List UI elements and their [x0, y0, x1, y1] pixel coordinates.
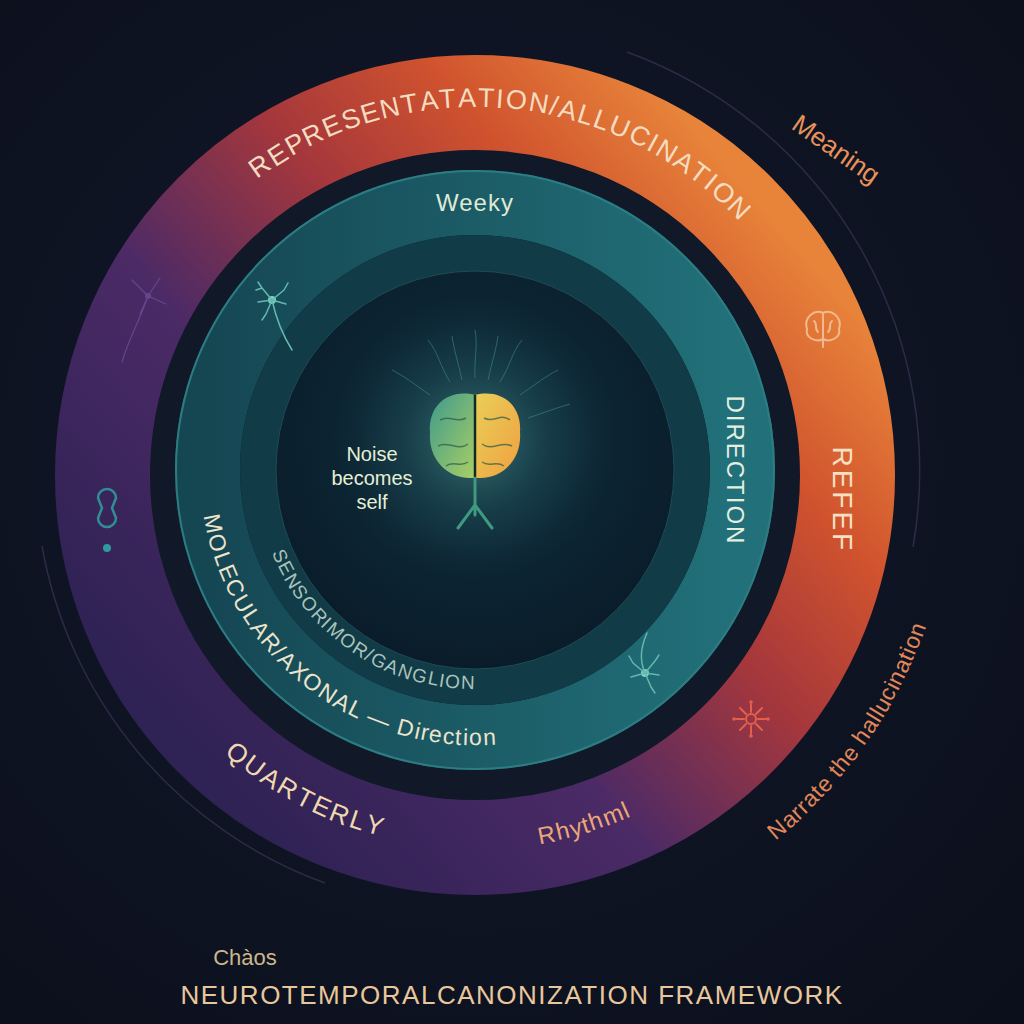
decor-part: [749, 734, 753, 738]
arc-letter: —: [363, 703, 394, 737]
arc-letter: N: [461, 672, 475, 695]
arc-letter: c: [442, 722, 456, 751]
decor-part: [440, 418, 466, 420]
decor-part: [475, 393, 520, 478]
decor-part: [176, 171, 774, 769]
decor-part: [103, 544, 111, 552]
side-note: Chàos: [213, 945, 277, 971]
decor-part: [428, 340, 450, 382]
ring-label: SENSORIMOR/GANGLION: [266, 543, 481, 697]
decor-part: [629, 633, 659, 693]
side-note: Meaning: [786, 109, 886, 192]
ring-label: DIRECTION: [721, 395, 750, 545]
decor-part: [268, 296, 276, 304]
ring-label: Weeky: [436, 189, 514, 218]
decor-part: [528, 404, 570, 418]
brain-glow: [355, 320, 595, 560]
decor-part: [438, 417, 512, 466]
decor-part: [208, 203, 743, 738]
decor-part: [766, 717, 770, 721]
diagram-title: NEUROTEMPORALCANONIZATION FRAMEWORK: [180, 980, 843, 1011]
arc-letter: o: [469, 724, 482, 752]
faint-arc: [627, 52, 920, 547]
decor-part: [482, 444, 512, 447]
neuron-icon: [256, 282, 292, 350]
decor-part: [520, 370, 558, 395]
decor-part: [746, 714, 756, 724]
decor-part: [122, 278, 166, 362]
arc-letter: T: [477, 82, 494, 115]
brain-icon: [806, 312, 840, 347]
arc-letter: e: [427, 720, 444, 749]
decor-part: [438, 444, 468, 447]
decor-part: [430, 393, 475, 478]
faint-arc: [42, 546, 325, 883]
bone-icon: [98, 489, 116, 552]
decor-part: [452, 336, 462, 380]
arc-letter: T: [438, 82, 457, 116]
arc-letter: I: [495, 82, 505, 115]
flower-icon: [732, 700, 770, 738]
decor-part: [446, 462, 468, 466]
decor-part: [736, 704, 766, 734]
core-circle: Noise becomes self: [275, 270, 675, 670]
decor-part: [458, 478, 492, 528]
arc-letter: O: [504, 83, 528, 118]
ring-label: QUARTERLY: [219, 735, 392, 844]
neuron-icon: [629, 633, 659, 693]
decor-part: [145, 293, 151, 299]
decor-part: [392, 370, 430, 395]
decor-part: [98, 489, 116, 527]
arc-letter: A: [418, 84, 440, 118]
arc-letter: O: [444, 671, 461, 695]
decor-part: [806, 312, 840, 347]
decor-part: [276, 271, 674, 669]
arc-letter: i: [462, 724, 468, 752]
arc-letter: A: [458, 82, 477, 115]
ring-label: Rhythml: [530, 796, 640, 852]
decor-part: [256, 282, 292, 350]
decor-part: [500, 340, 522, 382]
core-text: Noise becomes self: [324, 442, 420, 514]
decor-part: [150, 150, 800, 800]
decor-part: [732, 717, 736, 721]
decor-part: [474, 395, 477, 478]
brain-symbol: [430, 393, 520, 528]
decor-part: [260, 255, 690, 685]
arc-letter: n: [482, 723, 496, 751]
decor-part: [484, 417, 510, 420]
ring-label: REFEF: [825, 447, 859, 554]
decor-part: [749, 700, 753, 704]
decor-part: [641, 669, 649, 677]
side-note: Narrate the hallucination: [761, 614, 932, 845]
decor-part: [488, 336, 498, 380]
middle-ring: WeekyDIRECTIONMOLECULAR/AXONAL — Directi…: [175, 170, 775, 770]
outer-band: REPRESENTATATION/ALLUCINATIONREFEFQUARTE…: [55, 55, 895, 895]
decor-part: [475, 330, 476, 378]
brain-hairs: [392, 330, 570, 418]
neuron-strands: [122, 278, 166, 362]
decor-part: [103, 103, 848, 848]
arc-letter: t: [455, 724, 463, 752]
decor-part: [482, 462, 504, 466]
